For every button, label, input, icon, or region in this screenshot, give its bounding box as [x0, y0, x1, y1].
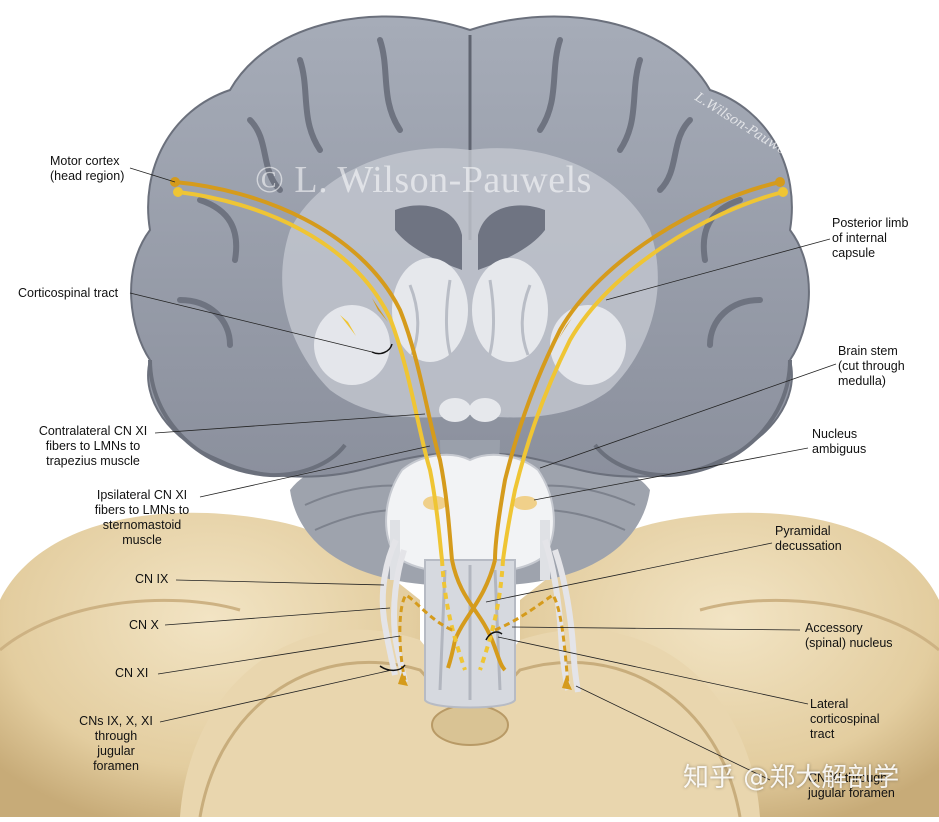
copyright-notice: © L. Wilson-Pauwels: [255, 159, 592, 201]
skull-base: [0, 512, 939, 818]
corticospinal-tracts: [170, 177, 788, 690]
label-posterior-limb: Posterior limb of internal capsule: [832, 216, 909, 260]
label-cn-xi-jugular-foramen: CN XI through jugular foramen: [808, 771, 895, 800]
label-contralateral-cn-xi: Contralateral CN XI fibers to LMNs to tr…: [38, 424, 148, 468]
label-ipsilateral-cn-xi: Ipsilateral CN XI fibers to LMNs to ster…: [94, 488, 190, 547]
cerebrum: [130, 15, 810, 478]
label-cns-jugular-foramen: CNs IX, X, XI through jugular foramen: [79, 714, 153, 773]
label-accessory-nucleus: Accessory (spinal) nucleus: [805, 621, 893, 650]
label-motor-cortex: Motor cortex (head region): [50, 154, 125, 183]
leader-lines: [129, 167, 837, 781]
label-lateral-corticospinal-tract: Lateral corticospinal tract: [810, 697, 880, 741]
label-corticospinal-tract: Corticospinal tract: [18, 286, 119, 300]
watermark: 知乎 @郑大解剖学: [683, 763, 900, 793]
label-cn-xi: CN XI: [115, 666, 149, 680]
label-cn-x: CN X: [129, 618, 159, 632]
label-brain-stem: Brain stem (cut through medulla): [838, 344, 905, 388]
label-nucleus-ambiguus: Nucleus ambiguus: [812, 427, 867, 456]
label-pyramidal-decussation: Pyramidal decussation: [775, 524, 842, 553]
label-cn-ix: CN IX: [135, 572, 169, 586]
